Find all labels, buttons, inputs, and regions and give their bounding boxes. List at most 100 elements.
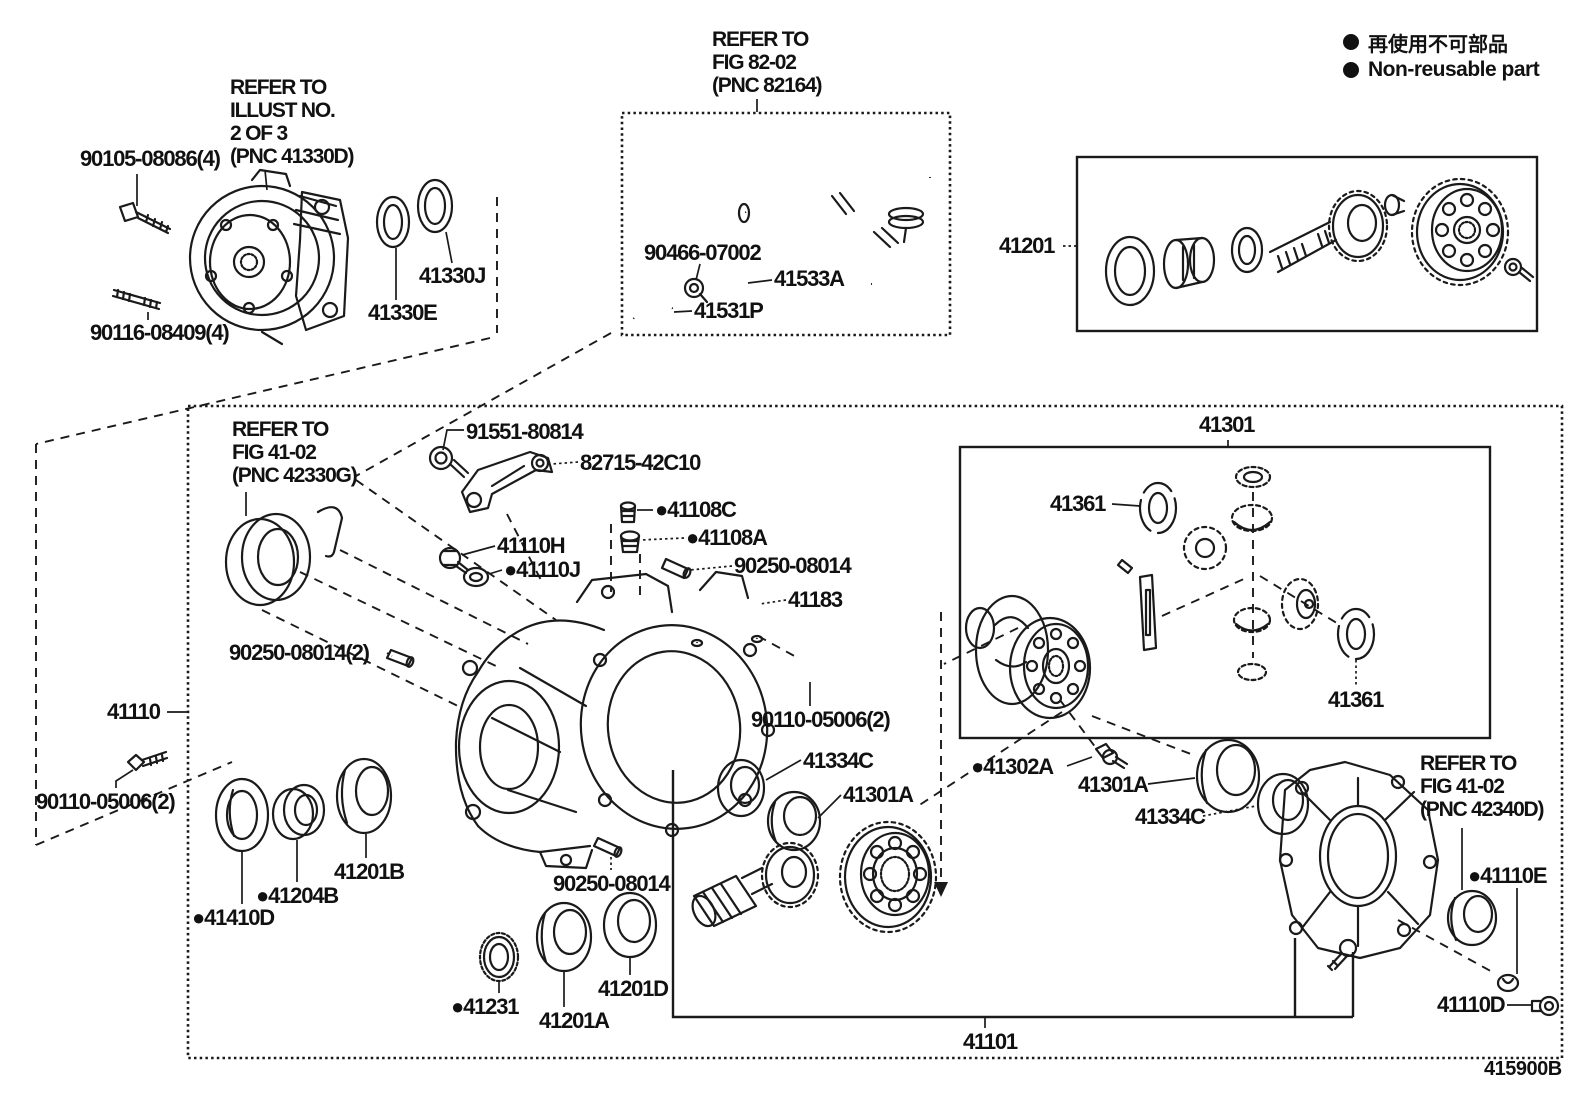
hook-clip-drawing [316, 506, 344, 558]
thrust-washer-41361-left-drawing [1138, 481, 1178, 535]
breather-pipe-box [620, 111, 952, 337]
pin-90250-top-drawing [660, 557, 692, 580]
callout-90110-left[interactable]: 90110-05006(2) [36, 789, 176, 814]
callout-82715[interactable]: 82715-42C10 [580, 450, 701, 475]
bolt-91551-drawing [428, 445, 470, 479]
pinion-shaft-41341-drawing [1116, 558, 1158, 652]
diff-gears-drawing [1161, 465, 1341, 682]
carrier-housing-drawing [454, 570, 776, 870]
clamp-90466-drawing [683, 277, 709, 304]
callout-41201A[interactable]: 41201A [539, 1008, 610, 1033]
plug-41110E-target-drawing [1496, 973, 1520, 993]
callout-41302A[interactable]: ●41302A [971, 754, 1054, 779]
oil-deflector-41183-drawing [690, 603, 764, 648]
plug-41108C-drawing [619, 501, 637, 524]
callout-41108C[interactable]: ●41108C [655, 497, 737, 522]
gear-set-box [1075, 155, 1539, 333]
rear-cover-drawing [1278, 760, 1440, 960]
callout-41108A[interactable]: ●41108A [686, 525, 768, 550]
callout-41301A-right[interactable]: 41301A [1078, 772, 1149, 797]
bolt-41302A-drawing [1094, 742, 1129, 770]
thrust-washer-41361-right-drawing [1336, 607, 1376, 661]
race-41201D-drawing [602, 891, 658, 959]
note-illust-no: REFER TO ILLUST NO. 2 OF 3 (PNC 41330D) [230, 76, 355, 168]
hose-41531P-drawing [632, 302, 674, 320]
bolt-90105-drawing [118, 201, 172, 235]
callout-41201D[interactable]: 41201D [598, 976, 669, 1001]
seal-41330E-drawing [375, 195, 411, 249]
bracket-82715-drawing [460, 450, 554, 514]
sub-assembly-box-41101 [671, 770, 1355, 1019]
callout-41110E[interactable]: ●41110E [1468, 863, 1548, 888]
callout-41201[interactable]: 41201 [999, 233, 1055, 258]
pinion-gear-set-drawing [1104, 177, 1535, 307]
breather-pipe-drawing [737, 127, 932, 286]
plug-41110H-drawing [438, 546, 470, 575]
diff-case-box [958, 445, 1492, 740]
bearing-41201B-drawing [335, 757, 393, 835]
leader-lines [115, 99, 1531, 1028]
stud-90116-drawing [111, 288, 162, 311]
callout-41531P[interactable]: 41531P [694, 298, 764, 323]
callout-41110D[interactable]: 41110D [1437, 992, 1506, 1017]
callout-41101[interactable]: 41101 [963, 1029, 1018, 1054]
callout-41361-left[interactable]: 41361 [1050, 491, 1106, 516]
ring-41330J-drawing [416, 178, 454, 234]
callout-41334C-right[interactable]: 41334C [1135, 804, 1206, 829]
note-fig-41-02-42330g: REFER TO FIG 41-02 (PNC 42330G) [232, 418, 358, 487]
legend-text-jp: 再使用不可部品 [1368, 33, 1508, 56]
cover-bolt-drawing [1326, 938, 1358, 972]
callout-91551[interactable]: 91551-80814 [466, 419, 584, 444]
note-fig-82-02: REFER TO FIG 82-02 (PNC 82164) [712, 28, 823, 97]
callout-41330J[interactable]: 41330J [419, 263, 486, 288]
bearing-race-42330g-drawing [224, 512, 312, 607]
spacer-41204B-drawing [271, 783, 326, 841]
callout-41301A-left[interactable]: 41301A [843, 782, 914, 807]
figure-number: 415900B [1484, 1058, 1562, 1080]
note-fig-41-02-42340d: REFER TO FIG 41-02 (PNC 42340D) [1420, 752, 1545, 821]
non-reusable-legend: 再使用不可部品 Non-reusable part [1343, 28, 1540, 84]
callout-41110[interactable]: 41110 [107, 699, 161, 724]
callout-41201B[interactable]: 41201B [334, 859, 405, 884]
callout-90110-center[interactable]: 90110-05006(2) [751, 707, 891, 732]
main-assembly-box [186, 404, 1564, 1060]
callout-41183[interactable]: 41183 [788, 587, 843, 612]
bearing-41301A-left-drawing [766, 790, 822, 852]
ring-gear-bottom-drawing [838, 820, 938, 934]
bolt-90110-left-drawing [126, 750, 169, 772]
bolt-41110D-drawing [1530, 995, 1560, 1017]
gasket-41110J-drawing [462, 566, 490, 588]
callout-90250-top[interactable]: 90250-08014 [734, 553, 852, 578]
callout-41410D[interactable]: ●41410D [192, 905, 275, 930]
race-41334C-left-drawing [716, 758, 766, 818]
callout-41204B[interactable]: ●41204B [256, 883, 339, 908]
callout-41301[interactable]: 41301 [1199, 412, 1255, 437]
callout-41533A[interactable]: 41533A [774, 266, 845, 291]
legend-row-en: Non-reusable part [1343, 56, 1540, 84]
callout-90116[interactable]: 90116-08409(4) [90, 320, 230, 345]
drive-pinion-bottom-drawing [691, 841, 820, 928]
callout-41231[interactable]: ●41231 [451, 994, 519, 1019]
callout-90250-3[interactable]: 90250-08014 [553, 871, 671, 896]
callout-41334C-left[interactable]: 41334C [803, 748, 874, 773]
bearing-41301A-right-drawing [1195, 738, 1261, 814]
legend-text-en: Non-reusable part [1368, 58, 1540, 81]
seal-41231-drawing [478, 931, 520, 983]
callout-41110H[interactable]: 41110H [497, 533, 566, 558]
callout-90466[interactable]: 90466-07002 [644, 240, 762, 265]
legend-row-jp: 再使用不可部品 [1343, 28, 1539, 56]
callout-41110J[interactable]: ●41110J [504, 557, 581, 582]
assembly-dashed-leaders [35, 197, 1497, 975]
plug-41108A-drawing [619, 530, 641, 554]
callout-41330E[interactable]: 41330E [368, 300, 438, 325]
seal-41410D-drawing [214, 777, 270, 853]
callout-90250-2[interactable]: 90250-08014(2) [229, 640, 370, 665]
extension-housing-drawing [188, 168, 350, 346]
callout-41361-right[interactable]: 41361 [1328, 687, 1384, 712]
pin-90250-3-drawing [592, 836, 623, 858]
pin-90250-2-drawing [385, 648, 415, 668]
seal-41110E-drawing [1446, 889, 1498, 947]
callout-90105[interactable]: 90105-08086(4) [80, 146, 221, 171]
